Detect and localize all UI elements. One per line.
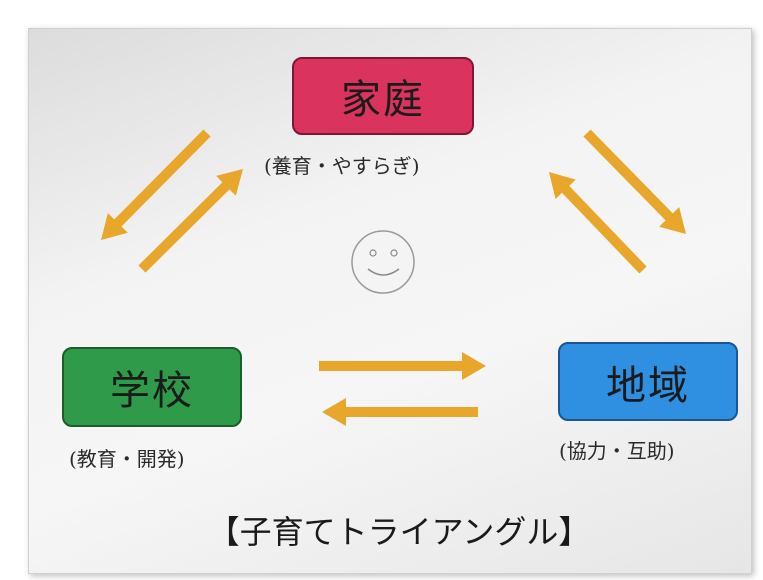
node-school-label: 学校 bbox=[110, 368, 194, 414]
diagram-photo: 家庭 (養育・やすらぎ) 学校 (教育・開発) 地域 (協力・互助) 【子育てト… bbox=[28, 28, 752, 574]
arrow-school-to-community bbox=[319, 352, 486, 380]
node-school-subtitle: (教育・開発) bbox=[69, 447, 185, 471]
diagram-caption: 【子育てトライアングル】 bbox=[207, 513, 591, 551]
node-home: 家庭 bbox=[292, 57, 474, 135]
node-home-subtitle: (養育・やすらぎ) bbox=[264, 154, 420, 178]
node-community-label: 地域 bbox=[606, 362, 690, 409]
smiley-face-icon bbox=[351, 230, 415, 294]
arrow-home-to-school bbox=[101, 129, 211, 240]
arrow-community-to-home bbox=[549, 172, 647, 274]
arrow-community-to-school bbox=[322, 398, 478, 426]
node-community-subtitle: (協力・互助) bbox=[559, 439, 675, 463]
node-home-label: 家庭 bbox=[341, 77, 425, 123]
arrow-home-to-community bbox=[583, 129, 686, 234]
node-community: 地域 bbox=[558, 342, 738, 421]
arrow-school-to-home bbox=[138, 169, 243, 273]
arrows-layer bbox=[101, 129, 686, 426]
node-school: 学校 bbox=[62, 347, 242, 427]
